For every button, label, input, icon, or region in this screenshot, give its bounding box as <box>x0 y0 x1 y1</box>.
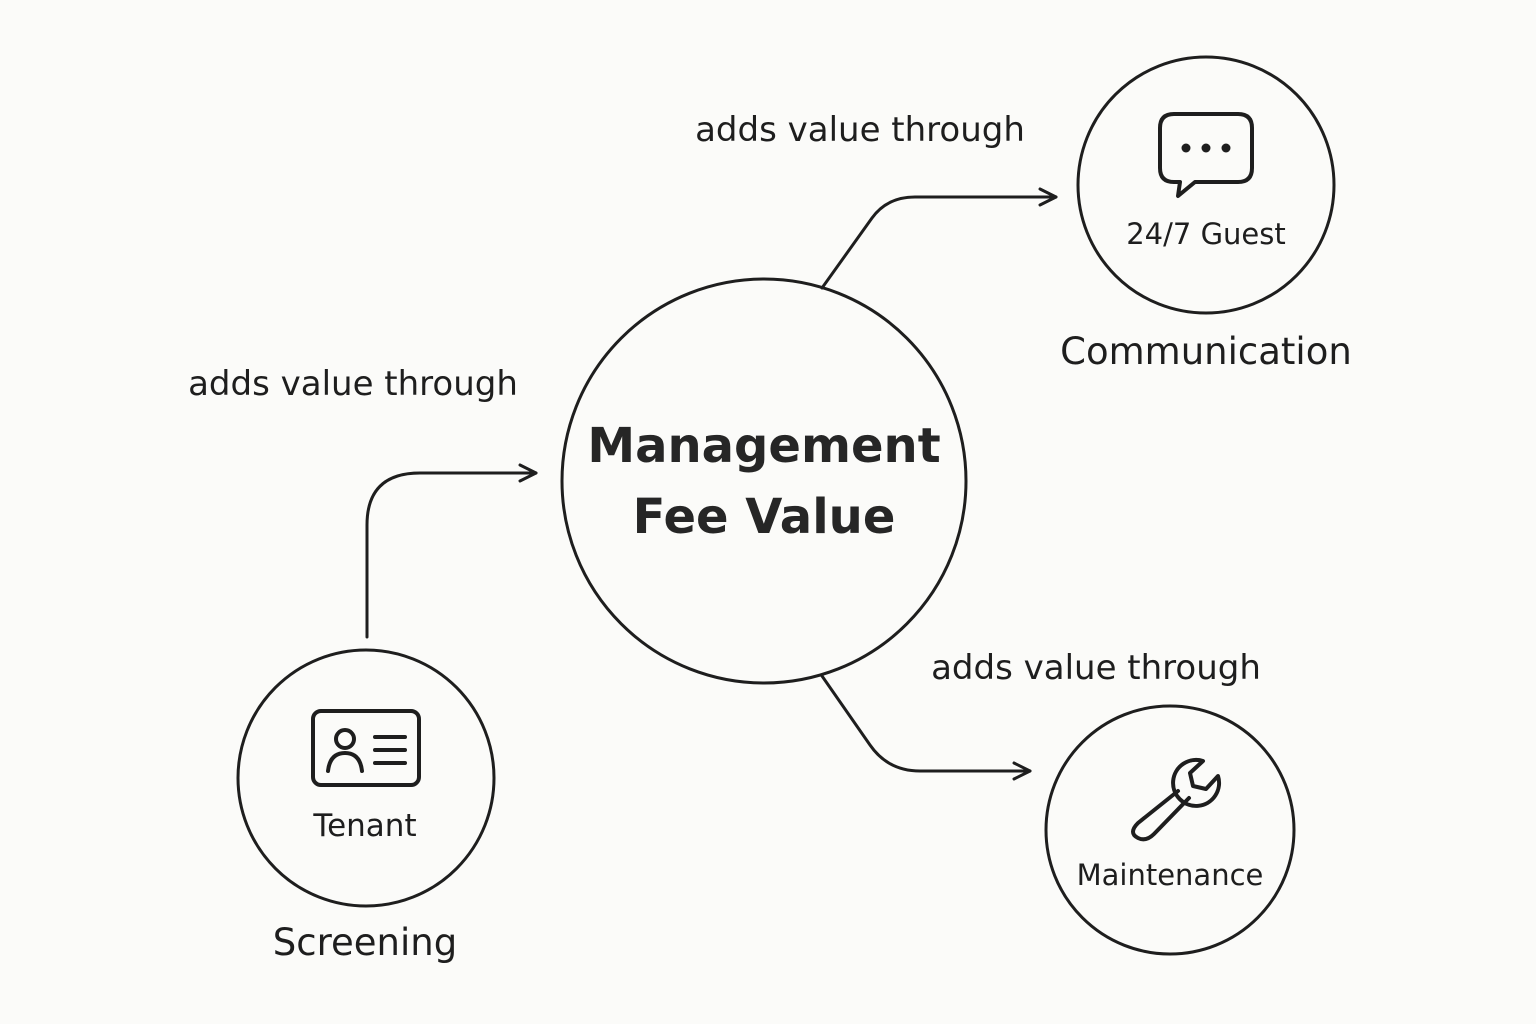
screening-node: Tenant Screening <box>236 648 496 964</box>
center-title-line2: Fee Value <box>633 489 896 545</box>
arrow-to-maintenance <box>820 674 1032 781</box>
communication-outer-label: Communication <box>1060 330 1352 373</box>
arrow-from-screening <box>365 463 538 639</box>
screening-inner-label: Tenant <box>312 808 416 844</box>
maintenance-node: Maintenance <box>1044 704 1296 956</box>
communication-inner-label: 24/7 Guest <box>1126 217 1286 251</box>
maintenance-circle <box>1044 704 1296 956</box>
center-node: Management Fee Value <box>560 277 968 685</box>
edge-label-maintenance: adds value through <box>931 648 1261 688</box>
edge-label-communication: adds value through <box>695 110 1025 150</box>
screening-circle <box>236 648 496 908</box>
wrench-icon <box>1131 757 1222 842</box>
communication-circle <box>1076 55 1336 315</box>
arrow-to-communication <box>820 187 1058 290</box>
id-card-icon <box>311 709 421 787</box>
communication-node: 24/7 Guest Communication <box>1060 55 1352 373</box>
chat-bubble-icon <box>1158 112 1254 198</box>
center-circle <box>560 277 968 685</box>
center-title-line1: Management <box>587 418 940 474</box>
edge-label-screening: adds value through <box>188 364 518 404</box>
maintenance-inner-label: Maintenance <box>1077 858 1264 892</box>
screening-outer-label: Screening <box>273 921 457 964</box>
